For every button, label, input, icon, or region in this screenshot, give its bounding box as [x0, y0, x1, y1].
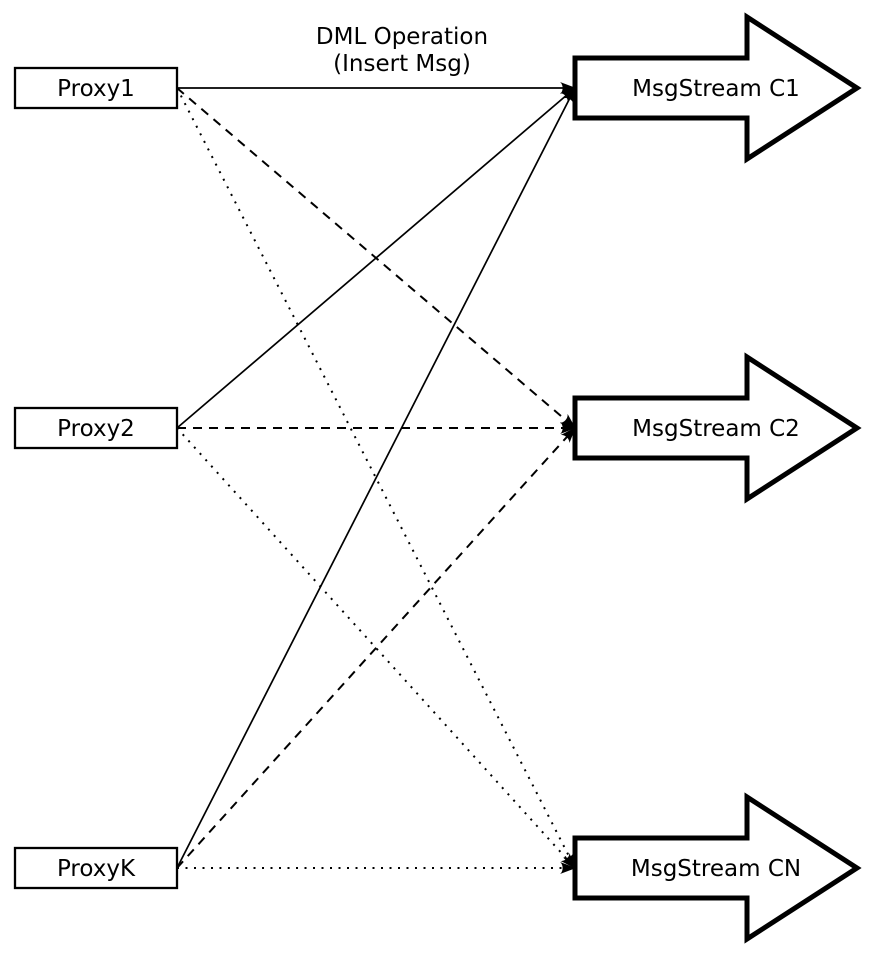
proxy-label: Proxy1: [57, 76, 135, 102]
block-arrow-icon: [572, 12, 862, 164]
stream-node-c1: MsgStream C1: [572, 12, 862, 164]
edge-annotation-line1: DML Operation: [316, 24, 488, 50]
proxy-label: ProxyK: [57, 856, 136, 882]
proxy-node-proxyk: ProxyK: [13, 846, 179, 890]
edge-layer: [176, 82, 576, 874]
proxy-box: [13, 846, 179, 890]
edge-proxy1-cn-dotted: [176, 87, 576, 869]
stream-label: MsgStream C2: [632, 416, 800, 442]
stream-node-cn: MsgStream CN: [572, 792, 862, 944]
proxy-node-proxy1: Proxy1: [13, 66, 179, 110]
block-arrow-icon: [572, 352, 862, 504]
edge-proxyk-c2-dashed: [176, 427, 576, 869]
stream-node-c2: MsgStream C2: [572, 352, 862, 504]
proxy-box: [13, 66, 179, 110]
stream-label: MsgStream CN: [631, 856, 801, 882]
edge-proxy2-cn-dotted: [176, 427, 576, 869]
edge-proxyk-c1-solid: [176, 87, 576, 869]
edge-proxy2-c1-solid: [176, 87, 576, 429]
proxy-label: Proxy2: [57, 416, 135, 442]
proxy-node-proxy2: Proxy2: [13, 406, 179, 450]
stream-label: MsgStream C1: [632, 76, 800, 102]
stream-layer: MsgStream C1 MsgStream C2 MsgStream CN: [572, 12, 862, 944]
proxy-box: [13, 406, 179, 450]
edge-annotation-line2: (Insert Msg): [333, 51, 471, 77]
block-arrow-icon: [572, 792, 862, 944]
